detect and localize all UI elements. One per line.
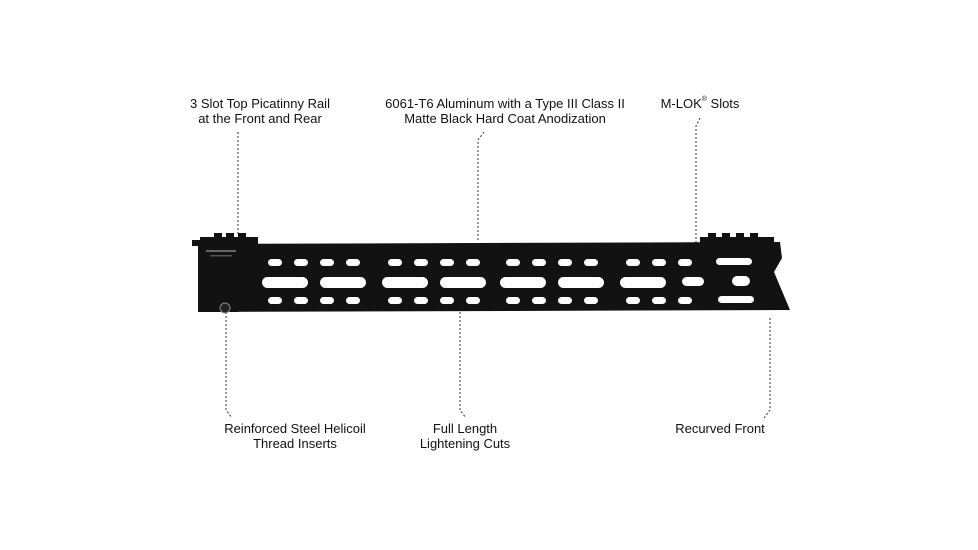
callout-lightening-line1: Full Length [432,421,498,436]
callout-lightening-line2: Lightening Cuts [419,436,511,451]
callout-mlok: M-LOK® Slots [640,96,760,111]
callout-mlok-suffix: Slots [706,96,740,111]
callout-recurved-line1: Recurved Front [675,421,765,436]
callout-aluminum: 6061-T6 Aluminum with a Type III Class I… [360,96,650,126]
callout-top-rail: 3 Slot Top Picatinny Rail at the Front a… [180,96,340,126]
callout-mlok-mark: ® [701,96,707,103]
leader-aluminum [477,131,485,240]
leader-lightening [459,308,467,419]
callout-helicoil-line1: Reinforced Steel Helicoil [224,421,366,436]
handguard-body [192,233,790,314]
leader-lines [225,117,771,419]
callout-top-rail-line2: at the Front and Rear [198,111,322,126]
callout-aluminum-line1: 6061-T6 Aluminum with a Type III Class I… [385,96,625,111]
callout-mlok-text: M-LOK® Slots [640,96,760,111]
callout-lightening: Full Length Lightening Cuts [385,421,545,451]
leader-mlok [695,117,701,282]
callout-aluminum-line2: Matte Black Hard Coat Anodization [404,111,606,126]
lightening-slots [262,258,754,304]
callout-mlok-name: M-LOK [660,96,702,111]
leader-helicoil [225,312,233,419]
leader-recurved [763,318,771,419]
callout-helicoil: Reinforced Steel Helicoil Thread Inserts [200,421,390,451]
callout-recurved: Recurved Front [650,421,790,436]
callout-top-rail-line1: 3 Slot Top Picatinny Rail [190,96,330,111]
callout-helicoil-line2: Thread Inserts [253,436,337,451]
